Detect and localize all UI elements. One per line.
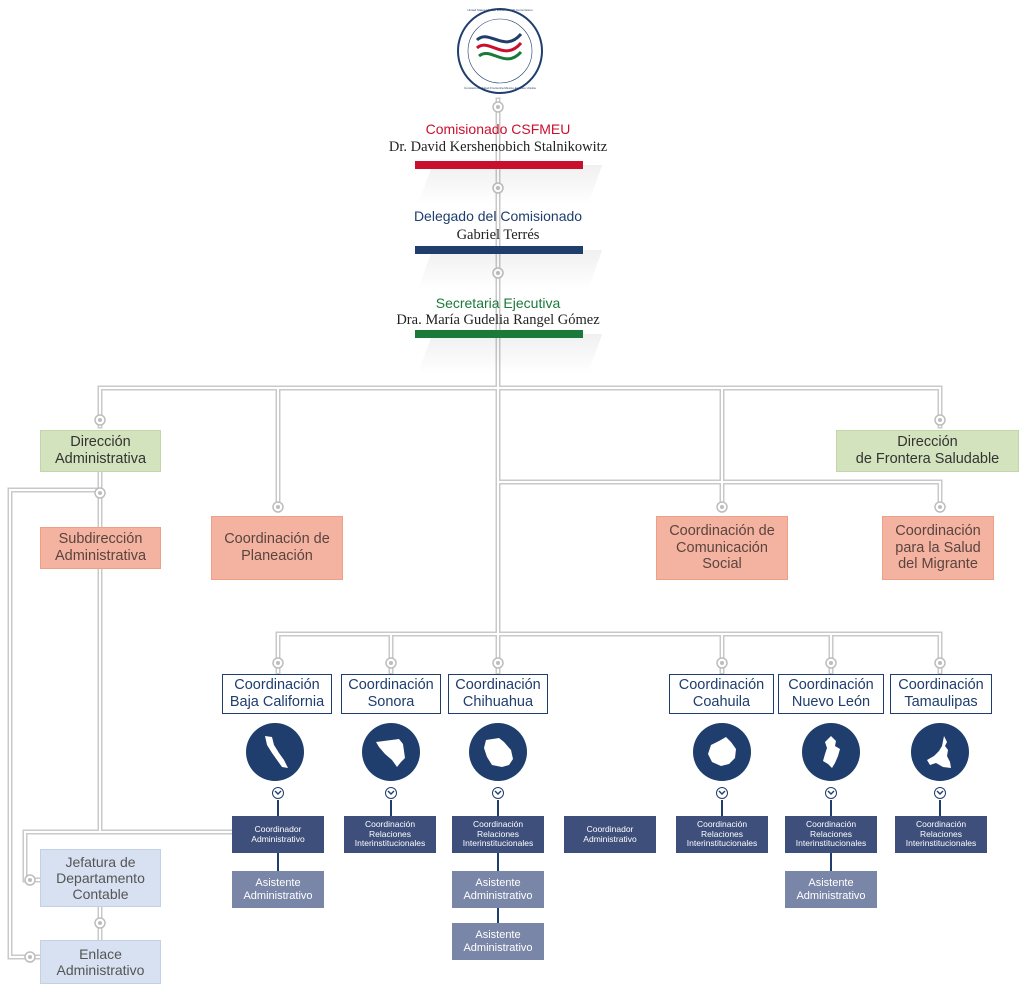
bar-shadow xyxy=(417,250,603,290)
comisionado-bar xyxy=(415,161,583,169)
chevron-down-icon[interactable] xyxy=(716,787,728,799)
coordinacion-coahuila: Coordinación Coahuila xyxy=(669,674,774,714)
commission-logo: United States-Mexico Border Health Commi… xyxy=(457,8,543,94)
baja-california-asistente-administrativo: Asistente Administrativo xyxy=(232,871,324,908)
nuevo-leon-relaciones-interinstitucionales: Coordinación Relaciones Interinstitucion… xyxy=(785,816,877,853)
coahuila-map-icon xyxy=(693,723,751,781)
chevron-down-icon[interactable] xyxy=(272,787,284,799)
coordinador-administrativo: Coordinador Administrativo xyxy=(564,816,656,853)
tamaulipas-relaciones-interinstitucionales: Coordinación Relaciones Interinstitucion… xyxy=(895,816,987,853)
coordinacion-nuevo-leon: Coordinación Nuevo León xyxy=(778,674,884,714)
sonora-relaciones-interinstitucionales: Coordinación Relaciones Interinstitucion… xyxy=(344,816,436,853)
nuevo-leon-map-icon xyxy=(802,723,860,781)
coordinacion-comunicacion-social: Coordinación de Comunicación Social xyxy=(656,516,788,580)
chevron-down-icon[interactable] xyxy=(825,787,837,799)
chihuahua-asistente-administrativo-1: Asistente Administrativo xyxy=(452,871,544,908)
logo-emblem-icon xyxy=(467,18,533,84)
direccion-frontera-saludable: Dirección de Frontera Saludable xyxy=(836,430,1019,472)
chihuahua-asistente-administrativo-2: Asistente Administrativo xyxy=(452,923,544,960)
comisionado-name: Dr. David Kershenobich Stalnikowitz xyxy=(388,139,608,155)
sonora-map-icon xyxy=(362,723,420,781)
enlace-administrativo: Enlace Administrativo xyxy=(40,940,161,984)
secretaria-bar xyxy=(415,330,583,338)
nuevo-leon-asistente-administrativo: Asistente Administrativo xyxy=(785,871,877,908)
delegado-name: Gabriel Terrés xyxy=(456,227,540,243)
baja-california-map-icon xyxy=(246,723,304,781)
bar-shadow xyxy=(417,334,603,374)
coordinacion-sonora: Coordinación Sonora xyxy=(341,674,441,714)
secretaria-title: Secretaria Ejecutiva xyxy=(435,295,561,311)
delegado-bar xyxy=(415,246,583,254)
chevron-down-icon[interactable] xyxy=(385,787,397,799)
tamaulipas-map-icon xyxy=(911,723,969,781)
direccion-administrativa: Dirección Administrativa xyxy=(40,430,161,472)
coordinacion-chihuahua: Coordinación Chihuahua xyxy=(448,674,548,714)
logo-text-bottom: Comisión de Salud Fronteriza México-Esta… xyxy=(464,86,536,90)
chevron-down-icon[interactable] xyxy=(492,787,504,799)
baja-california-coordinador-administrativo: Coordinador Administrativo xyxy=(232,816,324,853)
coahuila-relaciones-interinstitucionales: Coordinación Relaciones Interinstitucion… xyxy=(676,816,768,853)
delegado-title: Delegado del Comisionado xyxy=(413,208,583,224)
secretaria-name: Dra. María Gudelia Rangel Gómez xyxy=(396,312,600,328)
bar-shadow xyxy=(417,165,603,205)
subdireccion-administrativa: Subdirección Administrativa xyxy=(40,527,161,569)
coordinacion-planeacion: Coordinación de Planeación xyxy=(211,516,343,580)
chihuahua-map-icon xyxy=(469,723,527,781)
chihuahua-relaciones-interinstitucionales: Coordinación Relaciones Interinstitucion… xyxy=(452,816,544,853)
chevron-down-icon[interactable] xyxy=(934,787,946,799)
logo-text-top: United States-Mexico Border Health Commi… xyxy=(467,8,533,12)
coordinacion-baja-california: Coordinación Baja California xyxy=(222,674,332,714)
coordinacion-salud-migrante: Coordinación para la Salud del Migrante xyxy=(882,516,994,580)
coordinacion-tamaulipas: Coordinación Tamaulipas xyxy=(890,674,992,714)
jefatura-departamento-contable: Jefatura de Departamento Contable xyxy=(40,849,161,907)
comisionado-title: Comisionado CSFMEU xyxy=(425,121,571,137)
